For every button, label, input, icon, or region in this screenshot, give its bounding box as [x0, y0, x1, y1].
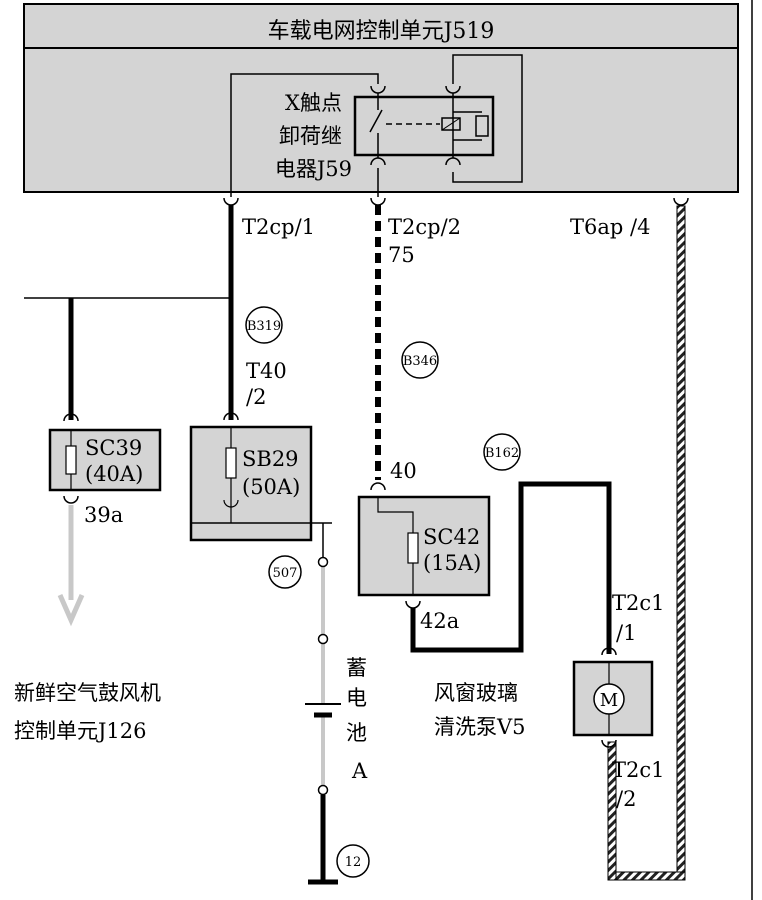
control-unit-j519: 车载电网控制单元J519 X触点 卸荷继 电器J59 [23, 3, 739, 197]
svg-text:B162: B162 [485, 446, 519, 461]
badge-507: 507 [268, 555, 302, 589]
badge-b319: B319 [245, 306, 283, 344]
pin-40: 40 [390, 459, 417, 483]
connector-t2c1-top: T2c1 [612, 591, 665, 615]
fuse-sc42-rating: (15A) [423, 551, 481, 575]
motor-icon: M [600, 690, 618, 711]
connector-t2cp2: T2cp/2 [388, 215, 461, 239]
badge-b346: B346 [401, 341, 439, 379]
fuse-sb29-name: SB29 [242, 447, 299, 471]
svg-text:12: 12 [345, 855, 362, 870]
battery-label-c4: A [351, 759, 368, 783]
connector-t2c1-bottom-pin: /2 [616, 787, 636, 811]
relay-label-line1: X触点 [285, 91, 342, 115]
battery-label-c3: 池 [346, 721, 367, 745]
wire-number-75: 75 [388, 243, 415, 267]
svg-text:B319: B319 [247, 319, 281, 334]
relay-label-line2: 卸荷继 [279, 124, 342, 148]
connector-t40-pin: /2 [246, 385, 266, 409]
svg-text:507: 507 [273, 566, 298, 581]
fuse-sc39 [48, 413, 162, 504]
relay-j59 [353, 85, 495, 166]
blower-label-line2: 控制单元J126 [14, 719, 147, 743]
relay-label-line3: 电器J59 [275, 157, 352, 181]
fuse-sc42-name: SC42 [423, 525, 480, 549]
badge-12: 12 [336, 844, 370, 878]
fuse-sb29 [189, 412, 313, 542]
connector-t2cp1: T2cp/1 [242, 215, 315, 239]
fuse-sc42 [357, 482, 491, 609]
fuse-sc39-name: SC39 [85, 436, 142, 460]
connector-t40: T40 [246, 359, 287, 383]
blower-label-line1: 新鲜空气鼓风机 [14, 681, 161, 705]
svg-text:B346: B346 [403, 354, 437, 369]
connector-t2c1-bottom: T2c1 [612, 758, 665, 782]
fuse-sb29-rating: (50A) [242, 475, 300, 499]
pump-label-line1: 风窗玻璃 [434, 681, 518, 705]
battery-symbol [305, 703, 341, 718]
badge-b162: B162 [483, 433, 521, 471]
control-unit-title: 车载电网控制单元J519 [268, 19, 495, 44]
pin-42a: 42a [420, 609, 459, 633]
pin-39a: 39a [84, 503, 123, 527]
pump-label-line2: 清洗泵V5 [434, 715, 526, 739]
battery-label-c1: 蓄 [346, 656, 367, 680]
connector-t6ap4: T6ap /4 [570, 215, 650, 239]
battery-label-c2: 电 [346, 686, 367, 710]
washer-pump-v5: M [572, 647, 654, 748]
fuse-sc39-rating: (40A) [85, 462, 143, 486]
connector-t2c1-top-pin: /1 [616, 621, 636, 645]
